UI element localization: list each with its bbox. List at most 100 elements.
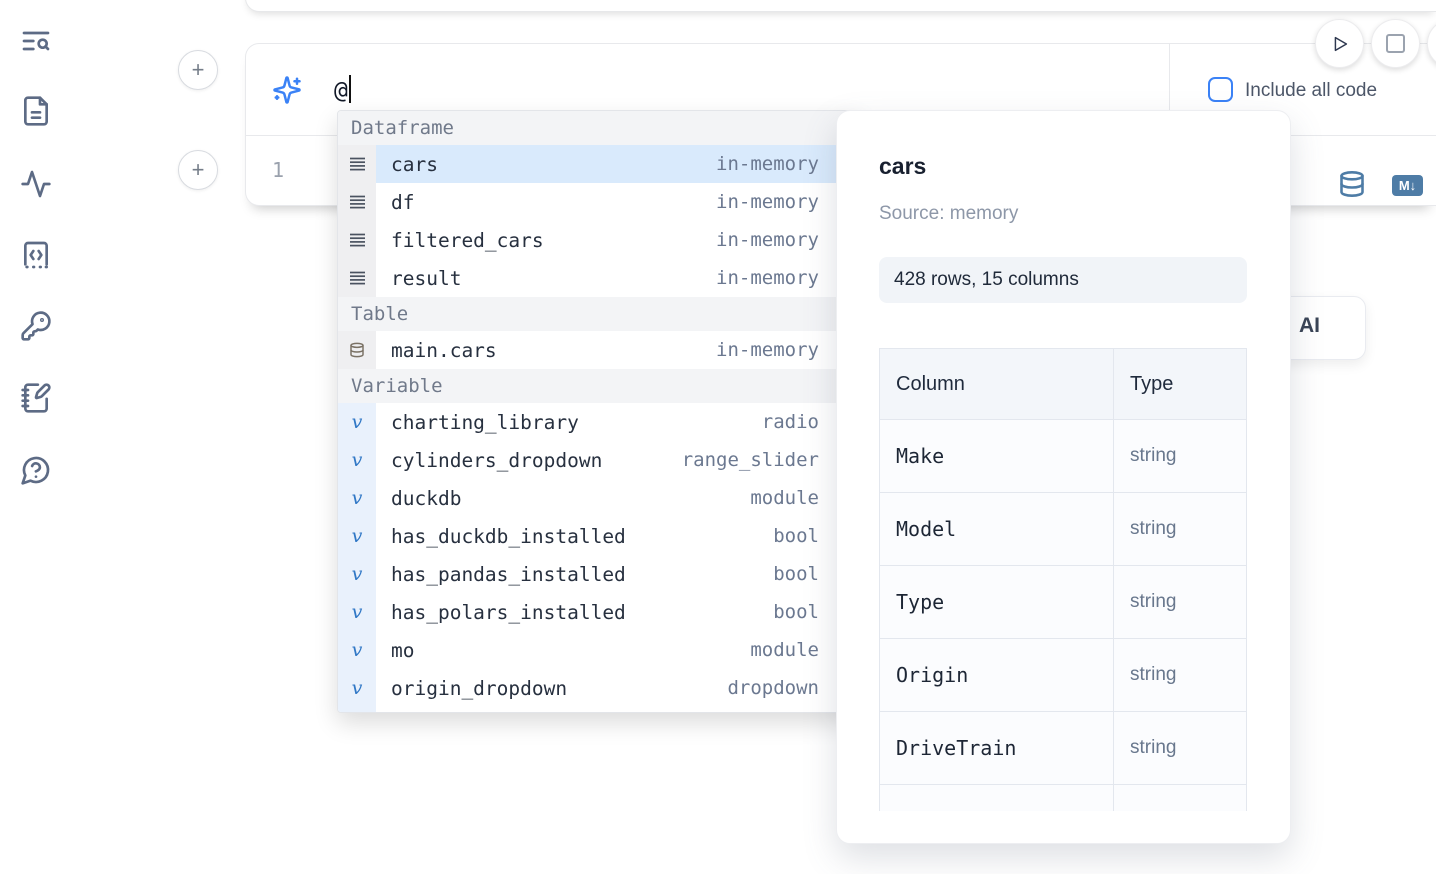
completion-item-gutter: v xyxy=(338,555,376,593)
key-icon[interactable] xyxy=(20,310,52,342)
dataframe-preview-panel: cars Source: memory 428 rows, 15 columns… xyxy=(836,110,1291,844)
completion-item-gutter: v xyxy=(338,479,376,517)
schema-row-partial xyxy=(879,784,1247,811)
database-cell-icon[interactable] xyxy=(1338,170,1366,198)
completion-item-name: has_polars_installed xyxy=(391,600,626,624)
add-cell-button-top[interactable]: + xyxy=(178,50,218,90)
panel-title: cars xyxy=(879,153,927,179)
completion-item-type: radio xyxy=(761,411,819,433)
completion-item-df[interactable]: df in-memory xyxy=(338,183,859,221)
completion-item-name: has_pandas_installed xyxy=(391,562,626,586)
line-number: 1 xyxy=(272,158,285,182)
schema-column-name: Model xyxy=(879,492,1114,566)
completion-item-type: in-memory xyxy=(716,229,819,251)
markdown-icon[interactable]: M↓ xyxy=(1392,175,1423,196)
completion-item-name: has_duckdb_installed xyxy=(391,524,626,548)
schema-column-type: string xyxy=(1113,492,1247,566)
variable-icon: v xyxy=(351,524,363,547)
activity-icon[interactable] xyxy=(20,168,52,200)
stop-button[interactable] xyxy=(1371,19,1420,68)
completion-item-type: in-memory xyxy=(716,153,819,175)
completion-item-has_duckdb_installed[interactable]: v has_duckdb_installed bool xyxy=(338,517,859,555)
completion-item-type: module xyxy=(750,487,819,509)
code-editor[interactable]: 1 M↓ xyxy=(246,136,1436,206)
completion-item-gutter: v xyxy=(338,441,376,479)
completion-item-type: bool xyxy=(773,525,819,547)
schema-column-type: string xyxy=(1113,565,1247,639)
sparkles-icon xyxy=(272,75,302,105)
dataframe-rows-icon xyxy=(349,194,366,210)
completion-item-gutter: v xyxy=(338,631,376,669)
completion-item-gutter xyxy=(338,221,376,259)
completion-item-gutter: v xyxy=(338,517,376,555)
completion-item-name: df xyxy=(391,190,415,214)
completion-item-has_polars_installed[interactable]: v has_polars_installed bool xyxy=(338,593,859,631)
completion-section-header: Table xyxy=(338,297,859,331)
completion-item-gutter: v xyxy=(338,593,376,631)
schema-column-type: string xyxy=(1113,711,1247,785)
schema-column-name: Origin xyxy=(879,638,1114,712)
completion-item-name: mo xyxy=(391,638,415,662)
panel-stats: 428 rows, 15 columns xyxy=(879,257,1247,303)
text-search-icon[interactable] xyxy=(20,25,52,57)
variable-icon: v xyxy=(351,562,363,585)
completion-item-filtered_cars[interactable]: filtered_cars in-memory xyxy=(338,221,859,259)
completion-item-type: in-memory xyxy=(716,191,819,213)
schema-column-type: string xyxy=(1113,638,1247,712)
help-chat-icon[interactable] xyxy=(20,454,52,486)
completion-item-type: in-memory xyxy=(716,339,819,361)
include-all-code-checkbox[interactable] xyxy=(1208,77,1233,102)
divider xyxy=(1169,44,1170,136)
prompt-text: @ xyxy=(334,75,351,105)
dataframe-rows-icon xyxy=(349,232,366,248)
completion-item-name: cylinders_dropdown xyxy=(391,448,603,472)
stop-icon xyxy=(1386,34,1405,53)
completion-item-gutter xyxy=(338,183,376,221)
file-text-icon[interactable] xyxy=(20,95,52,127)
completion-item-cylinders_dropdown[interactable]: v cylinders_dropdown range_slider xyxy=(338,441,859,479)
notebook-pen-icon[interactable] xyxy=(20,382,52,414)
completion-item-name: filtered_cars xyxy=(391,228,544,252)
completion-item-gutter xyxy=(338,331,376,369)
include-all-code-label: Include all code xyxy=(1245,80,1378,101)
schema-column-name: Type xyxy=(879,565,1114,639)
completion-item-type: module xyxy=(750,639,819,661)
completion-item-gutter xyxy=(338,259,376,297)
completion-item-result[interactable]: result in-memory xyxy=(338,259,859,297)
completion-item-type: range_slider xyxy=(681,449,819,471)
text-cursor xyxy=(348,75,351,103)
panel-source: Source: memory xyxy=(879,203,1019,224)
add-cell-button-bottom[interactable]: + xyxy=(178,150,218,190)
schema-column-name: DriveTrain xyxy=(879,711,1114,785)
completion-item-name: duckdb xyxy=(391,486,462,510)
run-button[interactable] xyxy=(1315,19,1364,68)
sidebar xyxy=(0,0,72,874)
completion-item-type: bool xyxy=(773,601,819,623)
completion-item-name: result xyxy=(391,266,462,290)
code-snippets-icon[interactable] xyxy=(20,239,52,271)
schema-column-type: string xyxy=(1113,419,1247,493)
completion-item-name: origin_dropdown xyxy=(391,676,568,700)
completion-item-type: dropdown xyxy=(727,677,819,699)
previous-cell-edge xyxy=(245,0,1436,12)
completion-item-pd[interactable]: vpdmodule xyxy=(338,707,859,712)
completion-item-type: in-memory xyxy=(716,267,819,289)
schema-column-name: Make xyxy=(879,419,1114,493)
dataframe-rows-icon xyxy=(349,156,366,172)
variable-icon: v xyxy=(351,600,363,623)
